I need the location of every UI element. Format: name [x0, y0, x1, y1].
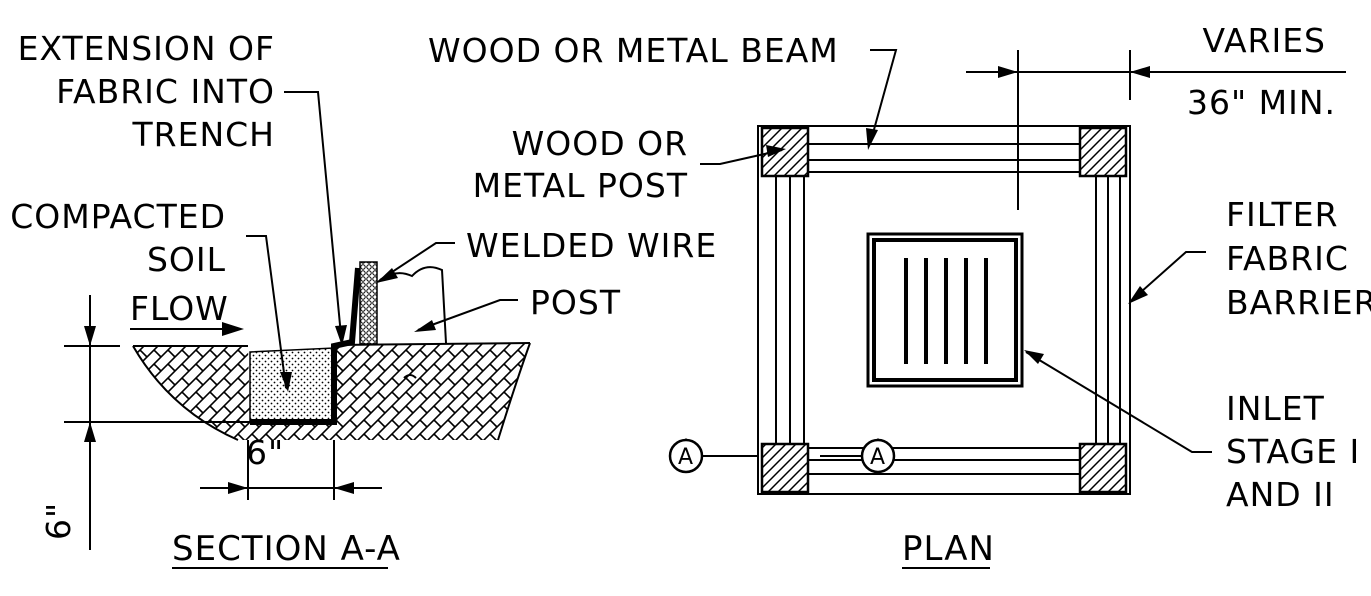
extension-label-3: TRENCH	[132, 115, 275, 154]
compacted-label-2: SOIL	[147, 240, 226, 279]
corner-post-br	[1078, 442, 1128, 494]
corner-post-bl	[760, 442, 810, 494]
plan-view: A A WOOD OR METAL BEAM WOOD OR METAL POS…	[428, 21, 1371, 569]
inlet-label-1: INLET	[1226, 389, 1325, 428]
dim-arrow-right	[1130, 66, 1150, 78]
fabric-line	[250, 267, 361, 425]
section-marker-label-right: A	[870, 445, 886, 470]
post-plan-leader	[700, 149, 783, 165]
trench-width-label: 6"	[246, 433, 284, 472]
compacted-leader	[246, 235, 287, 389]
welded-wire-leader	[379, 242, 455, 281]
filter-leader	[1131, 251, 1206, 301]
inlet-grate-bars	[904, 258, 988, 364]
inlet-inner	[872, 238, 1018, 382]
min-label: 36" MIN.	[1187, 83, 1336, 122]
varies-label: VARIES	[1203, 21, 1327, 60]
dim-arrow-top	[84, 326, 96, 346]
plan-title: PLAN	[902, 529, 995, 569]
filter-label-2: FABRIC	[1226, 239, 1349, 278]
section-title: SECTION A-A	[172, 529, 401, 569]
inlet-label-3: AND II	[1226, 475, 1335, 514]
extension-label-2: FABRIC INTO	[56, 72, 275, 111]
compacted-label-1: COMPACTED	[10, 197, 226, 236]
corner-post-tr	[1078, 126, 1128, 178]
section-marker-right: A	[820, 438, 896, 474]
post-plan-label-2: METAL POST	[473, 166, 688, 205]
ground-hatch	[133, 343, 530, 440]
dim-arrow-left	[998, 66, 1018, 78]
dim-arrow-bottom	[84, 422, 96, 442]
extension-leader	[284, 91, 343, 347]
post-label: POST	[530, 283, 621, 322]
beam-leader	[869, 49, 898, 145]
depth-label: 6"	[39, 502, 78, 540]
inlet-leader	[1025, 351, 1212, 453]
beam-label: WOOD OR METAL BEAM	[428, 31, 839, 70]
post-plan-label-1: WOOD OR	[512, 124, 688, 163]
post-leader	[417, 299, 518, 331]
extension-label-1: EXTENSION OF	[18, 29, 275, 68]
flow-arrow	[222, 322, 244, 336]
filter-label-1: FILTER	[1226, 195, 1339, 234]
section-marker-label-left: A	[678, 445, 694, 470]
filter-label-3: BARRIER	[1226, 283, 1371, 322]
section-a-a-view: EXTENSION OF FABRIC INTO TRENCH COMPACTE…	[10, 29, 717, 569]
welded-wire-mesh	[359, 261, 378, 345]
welded-wire-label: WELDED WIRE	[466, 226, 717, 265]
flow-label: FLOW	[130, 289, 229, 328]
section-marker-left: A	[668, 438, 758, 474]
filter-fabric-barrier	[757, 125, 1131, 495]
inlet-label-2: STAGE I	[1226, 432, 1360, 471]
compacted-soil-fill	[249, 347, 335, 423]
